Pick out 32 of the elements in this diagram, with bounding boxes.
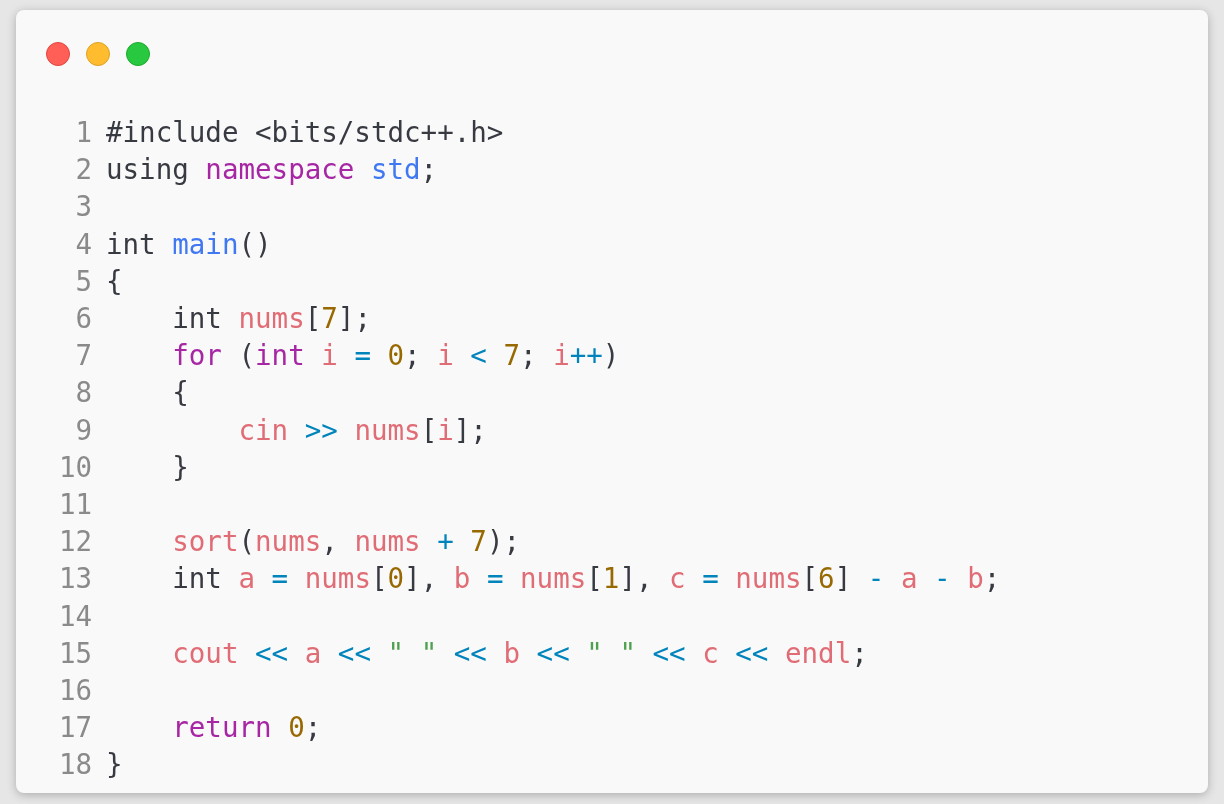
code-line: cout << a << " " << b << " " << c << endl; bbox=[172, 635, 868, 670]
line-number: 18 bbox=[57, 747, 92, 782]
code-line: } bbox=[172, 449, 189, 484]
line-number: 5 bbox=[74, 263, 92, 298]
code-line: using namespace std; bbox=[106, 152, 438, 187]
code-line: int nums[7]; bbox=[172, 301, 371, 335]
line-number: 6 bbox=[74, 301, 92, 335]
line-number: 12 bbox=[57, 524, 92, 559]
line-number: 1 bbox=[74, 115, 92, 149]
line-number: 4 bbox=[74, 226, 92, 261]
code-line: { bbox=[172, 375, 189, 410]
code-line: #include <bits/stdc++.h> bbox=[106, 115, 504, 149]
line-number: 11 bbox=[57, 487, 92, 521]
code-line: } bbox=[106, 747, 123, 782]
code-line: return 0; bbox=[172, 710, 322, 745]
code-line: int a = nums[0], b = nums[1], c = nums[6] - a - b; bbox=[172, 561, 1001, 596]
code-line: cin >> nums[i]; bbox=[238, 412, 487, 447]
code-line: { bbox=[106, 263, 123, 298]
line-number: 9 bbox=[74, 412, 92, 447]
line-number: 15 bbox=[57, 635, 92, 670]
code-line: int main() bbox=[106, 226, 272, 261]
code-line: sort(nums, nums + 7); bbox=[172, 524, 520, 559]
line-number: 3 bbox=[74, 189, 92, 224]
line-number: 10 bbox=[57, 449, 92, 484]
line-number: 16 bbox=[57, 673, 92, 707]
line-number: 2 bbox=[74, 152, 92, 187]
line-number: 14 bbox=[57, 598, 92, 633]
code-line: for (int i = 0; i < 7; i++) bbox=[172, 338, 620, 373]
line-number: 13 bbox=[57, 561, 92, 596]
line-number: 17 bbox=[57, 710, 92, 745]
line-number: 8 bbox=[74, 375, 92, 410]
line-number: 7 bbox=[74, 338, 92, 373]
